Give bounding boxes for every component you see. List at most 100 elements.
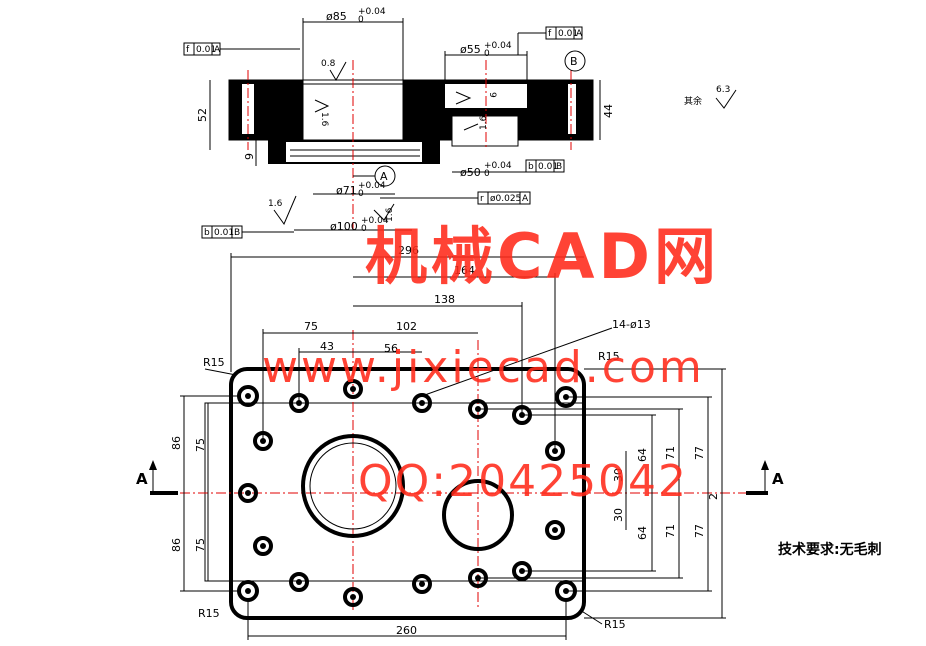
large-bore-outer [301,434,405,538]
svg-text:B: B [234,228,240,238]
d102-text: 102 [396,320,417,333]
left-inner-block [269,80,293,140]
roughness-mark-2 [314,99,330,113]
hole [412,574,432,594]
d55-text: ø55 [460,43,481,56]
tol-frame-5: b 0.01 B [201,225,294,239]
watermark-line2: www.jixiecad.com [262,342,705,393]
datum-b-text: B [570,55,578,68]
r15-br-leader [579,609,603,625]
roughness-mark-4 [463,123,479,131]
r15-tl-text: R15 [203,356,225,369]
roughness-mark-3 [455,91,472,105]
holes-text: 14-ø13 [612,318,651,331]
d71-tol-low: 0 [358,189,364,199]
hole [343,587,363,607]
d43-text: 43 [320,340,334,353]
hole [253,536,273,556]
r77-bot-text: 77 [693,524,706,538]
hole [237,580,259,602]
section-view: ø85 +0.04 0 ø55 +0.04 0 f 0.01 A f 0.01 … [183,7,615,239]
svg-text:f: f [548,29,552,39]
d260-text: 260 [396,624,417,637]
d55-tol-low: 0 [484,49,490,59]
svg-text:A: A [576,29,583,39]
tol-frame-1: f 0.01 A [183,42,300,56]
section-mark-left: A [136,460,178,495]
plate-inner-outline [204,402,586,582]
l75-top-text: 75 [194,438,207,452]
l86-top-text: 86 [170,436,183,450]
r15-side-text: R15 [598,350,620,363]
r71-bot-text: 71 [664,524,677,538]
large-bore-inner [309,442,397,530]
d164-text: 164 [454,264,475,277]
r15-tl-leader [204,368,237,376]
roughness-16b: 1.6 [479,115,489,130]
roughness-16c: 1.6 [268,199,283,209]
svg-text:0.01: 0.01 [214,228,234,238]
center-hub-right [403,80,433,140]
roughness-mark-6 [373,203,395,221]
tol-frame-4: r ø0.025 A [380,191,531,205]
svg-text:f: f [186,45,190,55]
small-bore [442,479,514,551]
svg-text:0.01: 0.01 [558,29,578,39]
r71-top-text: 71 [664,446,677,460]
r15-bl-text: R15 [198,607,220,620]
d85-tol-low: 0 [358,15,364,25]
watermark-line1: 机械CAD网 [365,220,720,293]
tol-frame-3: b 0.01 B [525,159,565,173]
d71-tol-up: +0.04 [358,181,386,191]
roughness-note-label: 其余 [684,95,702,107]
r77-top-text: 77 [693,446,706,460]
h9-text: 9 [243,153,256,160]
r64-bot-text: 64 [636,526,649,540]
svg-text:ø0.025: ø0.025 [490,194,521,204]
svg-text:r: r [480,194,484,204]
svg-text:A: A [214,45,221,55]
hole [237,385,259,407]
watermark-line3: QQ:20425042 [358,456,688,507]
svg-text:b: b [528,162,534,172]
hole [412,393,432,413]
section-mark-right: A [746,460,784,495]
d100-tol-low: 0 [361,224,367,234]
d56-text: 56 [384,342,398,355]
roughness-mark-1 [329,61,347,81]
small-9-text: 9 [487,92,497,98]
right-bore-gap [568,84,576,134]
r64-top-text: 64 [636,448,649,462]
bottom-boss-bore [286,142,422,162]
svg-text:A: A [772,470,784,488]
datum-b-circle [564,50,586,72]
svg-text:0.01: 0.01 [538,162,558,172]
svg-text:A: A [136,470,148,488]
h52-text: 52 [196,108,209,122]
roughness-mark-5 [273,195,297,226]
tol-frame-2: f 0.01 A [517,26,583,55]
d85-text: ø85 [326,10,347,23]
l86-bot-text: 86 [170,538,183,552]
roughness-note-value: 6.3 [716,85,730,95]
tech-requirement: 技术要求:无毛刺 [778,541,882,558]
datum-a-text: A [380,170,388,183]
d296-text: 296 [398,244,419,257]
hole [238,483,258,503]
r15-br-text: R15 [604,618,626,631]
d50-tol-up: +0.04 [484,161,512,171]
d85-tol-up: +0.04 [358,7,386,17]
h44-text: 44 [602,104,615,118]
svg-text:b: b [204,228,210,238]
d75-top-text: 75 [304,320,318,333]
d50-text: ø50 [460,166,481,179]
roughness-16a: 1.6 [319,112,329,127]
watermark: 机械CAD网 www.jixiecad.com QQ:20425042 [262,220,720,507]
svg-text:0.01: 0.01 [196,45,216,55]
hole [545,520,565,540]
d55-tol-up: +0.04 [484,41,512,51]
d138-text: 138 [434,293,455,306]
r30-top-text: 30 [612,468,625,482]
r30-bot-text: 30 [612,508,625,522]
svg-text:A: A [522,194,529,204]
